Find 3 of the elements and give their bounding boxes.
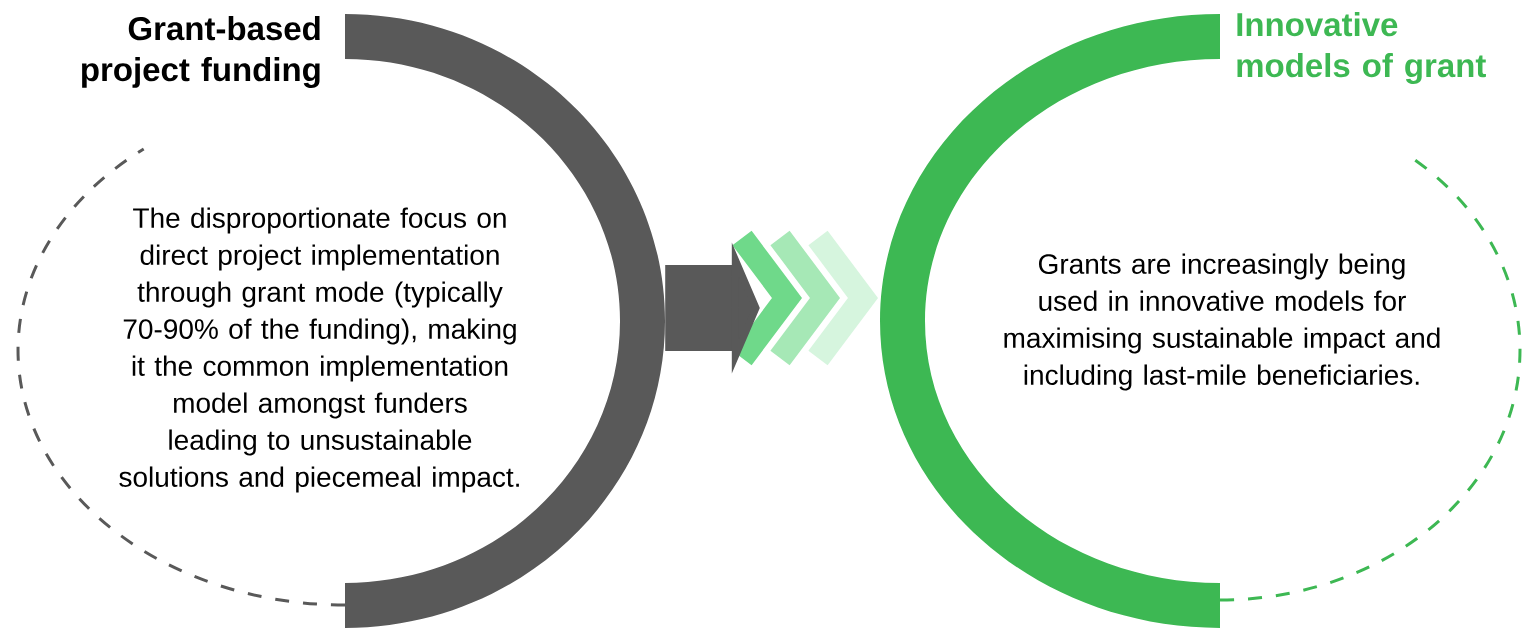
heading: Grant-based project funding (82, 16, 320, 88)
body-text: The disproportionate focus on direct project implementation through grant mode (typically 70-90% of the funding), making it the common implementation model amongst funders leading to unsustainable solutions and piecemeal impact. (119, 207, 519, 493)
heading: Innovative models of grant (1237, 12, 1486, 84)
